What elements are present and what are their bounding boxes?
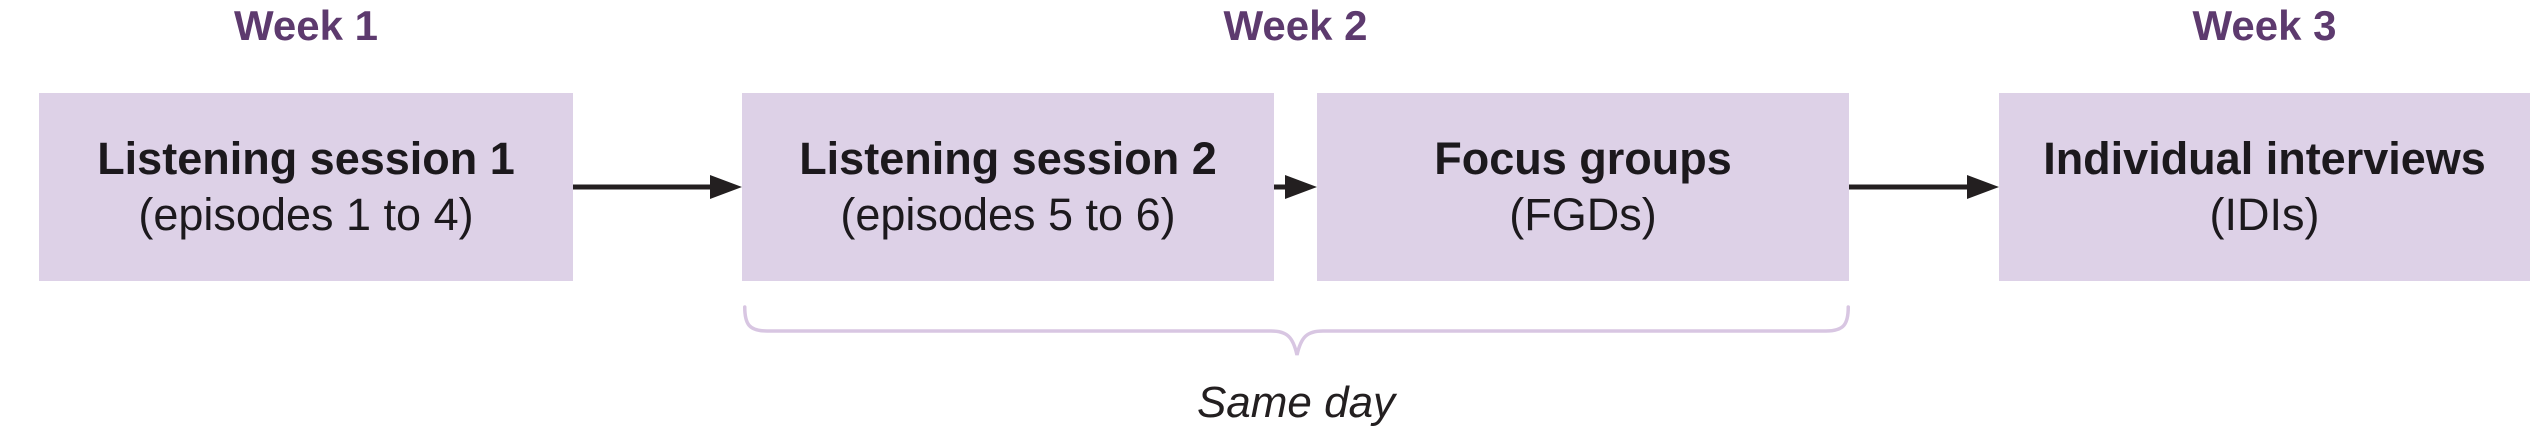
- same-day-label: Same day: [1196, 378, 1396, 427]
- box-subtitle: (episodes 5 to 6): [840, 189, 1176, 240]
- right-arrow-icon: [1849, 175, 1999, 199]
- box-title: Focus groups: [1434, 133, 1732, 184]
- process-box-listening-session-1: Listening session 1 (episodes 1 to 4): [39, 93, 573, 281]
- right-arrow-icon: [573, 175, 742, 199]
- process-box-listening-session-2: Listening session 2 (episodes 5 to 6): [742, 93, 1274, 281]
- week-2-label: Week 2: [1223, 2, 1368, 49]
- box-subtitle: (episodes 1 to 4): [138, 189, 474, 240]
- brace-icon: [743, 305, 1850, 356]
- process-box-individual-interviews: Individual interviews (IDIs): [1999, 93, 2530, 281]
- box-subtitle: (IDIs): [2209, 189, 2320, 240]
- box-title: Individual interviews: [2043, 133, 2486, 184]
- box-title: Listening session 1: [97, 133, 515, 184]
- box-subtitle: (FGDs): [1509, 189, 1657, 240]
- process-box-focus-groups: Focus groups (FGDs): [1317, 93, 1849, 281]
- week-1-label: Week 1: [234, 2, 378, 49]
- box-title: Listening session 2: [799, 133, 1217, 184]
- week-3-label: Week 3: [2192, 2, 2337, 49]
- right-arrow-icon: [1274, 175, 1317, 199]
